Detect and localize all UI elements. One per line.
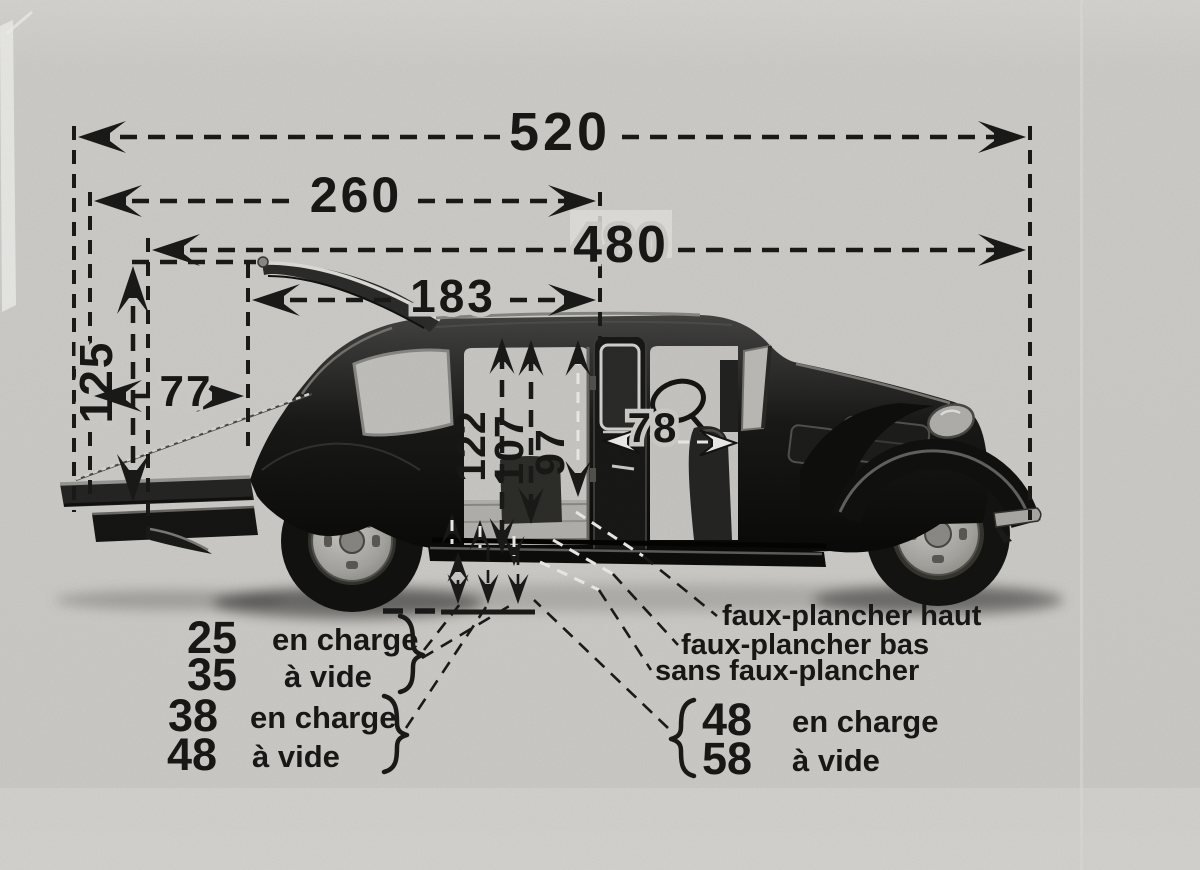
film-grain	[0, 0, 1200, 870]
diagram-svg: 520 260 480 183	[0, 0, 1200, 870]
photo-diagram-page: 520 260 480 183	[0, 0, 1200, 870]
